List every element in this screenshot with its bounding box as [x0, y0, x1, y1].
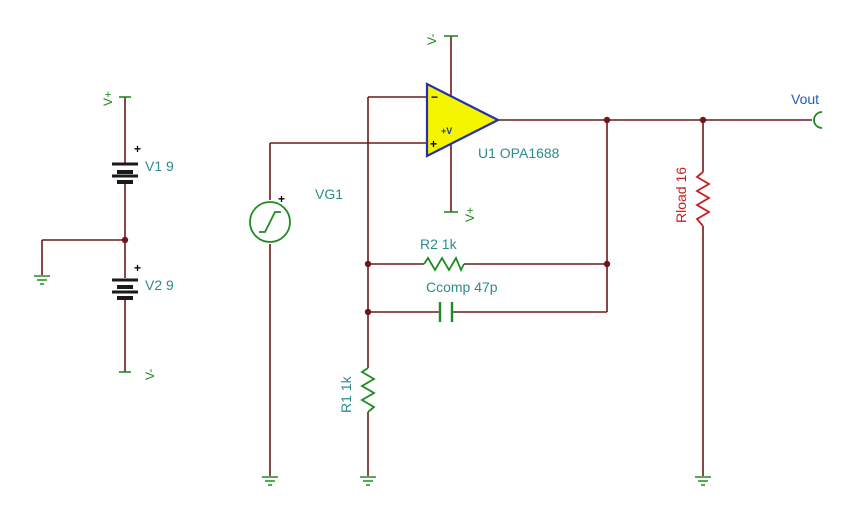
junction-dot — [364, 260, 372, 268]
junction-dot — [364, 308, 372, 316]
label-v1: V1 9 — [145, 158, 174, 174]
opamp-triangle-icon[interactable] — [425, 82, 501, 158]
label-vout: Vout — [791, 91, 819, 107]
junctions — [121, 116, 707, 316]
ground-icon — [695, 476, 711, 486]
output-terminal-icon[interactable] — [813, 111, 823, 129]
ground-icon — [262, 476, 278, 486]
resistor-r1-icon[interactable] — [360, 367, 376, 413]
wires — [41, 36, 812, 476]
junction-dot — [121, 236, 129, 244]
label-rail-vplus: V+ — [101, 91, 115, 106]
grounds — [34, 275, 711, 486]
ground-icon — [360, 476, 376, 486]
polarity-vg1: + — [278, 192, 285, 206]
label-opamp-vminus: V- — [425, 34, 439, 45]
label-r2: R2 1k — [420, 236, 458, 252]
polarity-v1: + — [134, 142, 141, 156]
junction-dot — [699, 116, 707, 124]
polarity-v2: + — [134, 261, 141, 275]
opamp-supply-mark: +V — [441, 126, 452, 136]
battery-v1-icon[interactable] — [112, 160, 138, 184]
label-vg1: VG1 — [315, 186, 343, 202]
signal-generator-vg1-icon[interactable] — [249, 201, 291, 243]
battery-v2-icon[interactable] — [112, 278, 138, 300]
resistor-rload-icon[interactable] — [695, 171, 711, 227]
resistor-r2-icon[interactable] — [423, 255, 465, 273]
capacitor-ccomp-icon[interactable] — [438, 302, 454, 322]
ground-icon — [34, 275, 50, 285]
label-rload: Rload 16 — [673, 167, 689, 223]
junction-dot — [603, 260, 611, 268]
opamp-u1[interactable] — [425, 82, 501, 158]
label-rail-vminus: V- — [143, 369, 157, 380]
opamp-inverting-mark: − — [431, 90, 438, 104]
rail-terminals — [119, 35, 458, 373]
label-ccomp: Ccomp 47p — [426, 279, 498, 295]
opamp-noninverting-mark: + — [430, 137, 437, 151]
label-u1: U1 OPA1688 — [478, 145, 560, 161]
label-r1: R1 1k — [338, 375, 354, 413]
label-v2: V2 9 — [145, 277, 174, 293]
junction-dot — [603, 116, 611, 124]
label-opamp-vplus: V+ — [463, 207, 477, 222]
